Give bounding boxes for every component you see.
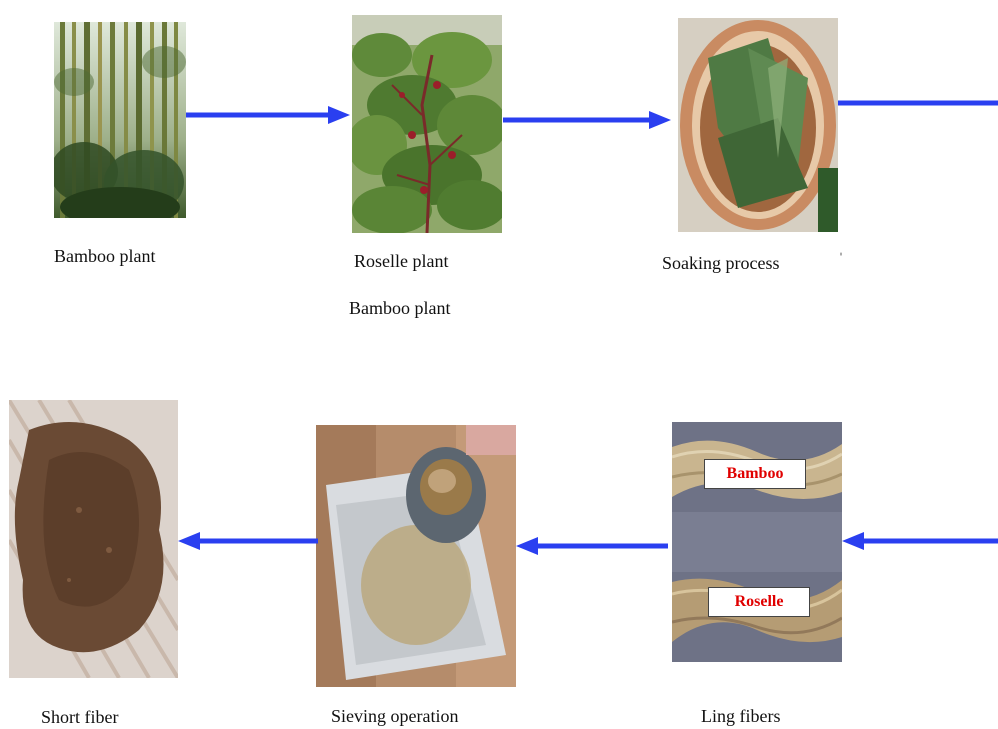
- bamboo-plant-caption: Bamboo plant: [54, 246, 156, 266]
- short-fiber-caption: Short fiber: [41, 707, 119, 727]
- long-fibers-caption: Ling fibers: [701, 706, 781, 726]
- long-fibers-image: [672, 422, 842, 662]
- short-fiber-image: [9, 400, 178, 678]
- roselle-plant-image: [352, 15, 502, 233]
- soaking-process-caption: Soaking process: [662, 253, 780, 273]
- sieving-operation-caption: Sieving operation: [331, 706, 459, 726]
- left-arrow-icon: [842, 532, 998, 550]
- right-arrow-line: [838, 100, 998, 106]
- right-arrow-icon: [503, 111, 671, 129]
- soaking-process-image: [678, 18, 838, 232]
- roselle-plant-caption: Roselle plant: [354, 251, 449, 271]
- left-arrow-icon: [516, 537, 668, 555]
- sieving-operation-image: [316, 425, 516, 687]
- roselle-plant-extra-caption: Bamboo plant: [349, 298, 451, 318]
- left-arrow-icon: [178, 532, 318, 550]
- bamboo-plant-image: [54, 22, 186, 218]
- soaking-stray-mark: ˈ: [838, 249, 844, 269]
- bamboo-fiber-label: Bamboo: [704, 459, 806, 489]
- roselle-fiber-label: Roselle: [708, 587, 810, 617]
- right-arrow-icon: [186, 106, 350, 124]
